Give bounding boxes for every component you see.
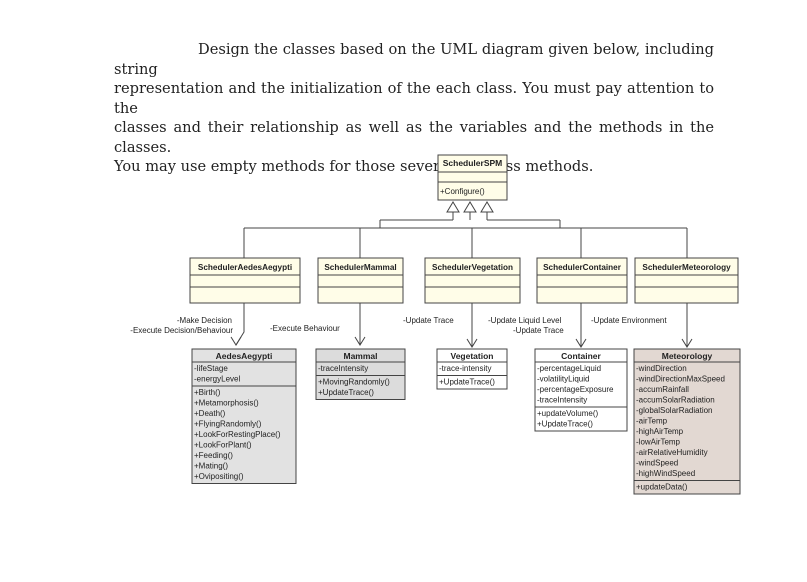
instructions-paragraph: Design the classes based on the UML diag… <box>114 40 714 177</box>
entity-class-box <box>191 348 297 484</box>
class-method: +LookForRestingPlace() <box>194 430 281 439</box>
class-name: Mammal <box>343 351 377 361</box>
scheduler-class-box <box>536 257 628 304</box>
arrowhead <box>230 336 242 346</box>
class-method: +Ovipositing() <box>194 472 244 481</box>
instructions-line: Design the classes based on the UML diag… <box>114 41 714 78</box>
instructions-line: classes and their relationship as well a… <box>114 119 714 156</box>
class-attribute: -windDirectionMaxSpeed <box>636 375 725 384</box>
class-method: +LookForPlant() <box>194 441 252 450</box>
class-method: +Metamorphosis() <box>194 399 259 408</box>
class-method: +updateData() <box>636 483 688 492</box>
class-attribute: -accumRainfall <box>636 385 689 394</box>
root-class-box <box>437 154 508 201</box>
class-attribute: -traceIntensity <box>318 364 368 373</box>
class-method: +UpdateTrace() <box>318 388 374 397</box>
generalization-triangle <box>463 201 477 213</box>
class-method: +MovingRandomly() <box>318 378 390 387</box>
class-method: +Birth() <box>194 388 221 397</box>
class-attribute: -percentageLiquid <box>537 364 601 373</box>
class-attribute: -lifeStage <box>194 364 228 373</box>
edge-label: -Execute Behaviour <box>270 324 340 333</box>
class-attribute: -percentageExposure <box>537 385 614 394</box>
class-name: Vegetation <box>451 351 494 361</box>
arrowhead <box>575 338 587 348</box>
entity-class-box <box>436 348 508 390</box>
class-attribute: -airRelativeHumidity <box>636 448 708 457</box>
class-attribute: -traceIntensity <box>537 396 587 405</box>
arrowhead <box>681 338 693 348</box>
class-attribute: -globalSolarRadiation <box>636 406 713 415</box>
scheduler-class-box <box>317 257 404 304</box>
scheduler-class-box <box>634 257 739 304</box>
class-name: SchedulerMammal <box>324 263 396 272</box>
edge-label: -Update Trace <box>403 316 454 325</box>
class-name: Container <box>561 351 601 361</box>
scheduler-class-box <box>189 257 301 304</box>
class-method: +UpdateTrace() <box>439 378 495 387</box>
class-attribute: -windSpeed <box>636 459 678 468</box>
class-attribute: -airTemp <box>636 417 668 426</box>
class-name: SchedulerVegetation <box>432 263 513 272</box>
edge-label: -Execute Decision/Behaviour <box>130 326 233 335</box>
class-attribute: -windDirection <box>636 364 687 373</box>
class-attribute: -lowAirTemp <box>636 438 681 447</box>
class-name: SchedulerSPM <box>443 158 503 168</box>
class-name: AedesAegypti <box>216 351 273 361</box>
class-name: SchedulerContainer <box>543 263 622 272</box>
edge-label: -Update Trace <box>513 326 564 335</box>
instructions-line: representation and the initialization of… <box>114 80 714 117</box>
generalization-triangle <box>446 201 460 213</box>
arrowhead <box>466 338 478 348</box>
class-method: +FlyingRandomly() <box>194 420 262 429</box>
entity-class-box <box>534 348 628 432</box>
class-name: SchedulerMeteorology <box>642 263 731 272</box>
class-method: +UpdateTrace() <box>537 420 593 429</box>
edge-label: -Update Liquid Level <box>488 316 562 325</box>
class-method: +updateVolume() <box>537 409 598 418</box>
class-attribute: -volatilityLiquid <box>537 375 589 384</box>
class-attribute: -highAirTemp <box>636 427 684 436</box>
generalization-triangle <box>480 201 494 213</box>
class-name: SchedulerAedesAegypti <box>198 263 292 272</box>
class-method: +Death() <box>194 409 226 418</box>
class-attribute: -highWindSpeed <box>636 469 695 478</box>
class-method: +Configure() <box>440 187 485 196</box>
edge-label: -Update Environment <box>591 316 667 325</box>
entity-class-box <box>315 348 406 400</box>
entity-class-box <box>633 348 741 495</box>
class-method: +Feeding() <box>194 451 233 460</box>
arrowhead <box>354 336 366 346</box>
class-method: +Mating() <box>194 462 228 471</box>
class-attribute: -trace-intensity <box>439 364 491 373</box>
class-attribute: -energyLevel <box>194 375 240 384</box>
class-name: Meteorology <box>662 351 713 361</box>
class-attribute: -accumSolarRadiation <box>636 396 715 405</box>
edge-label: -Make Decision <box>177 316 232 325</box>
